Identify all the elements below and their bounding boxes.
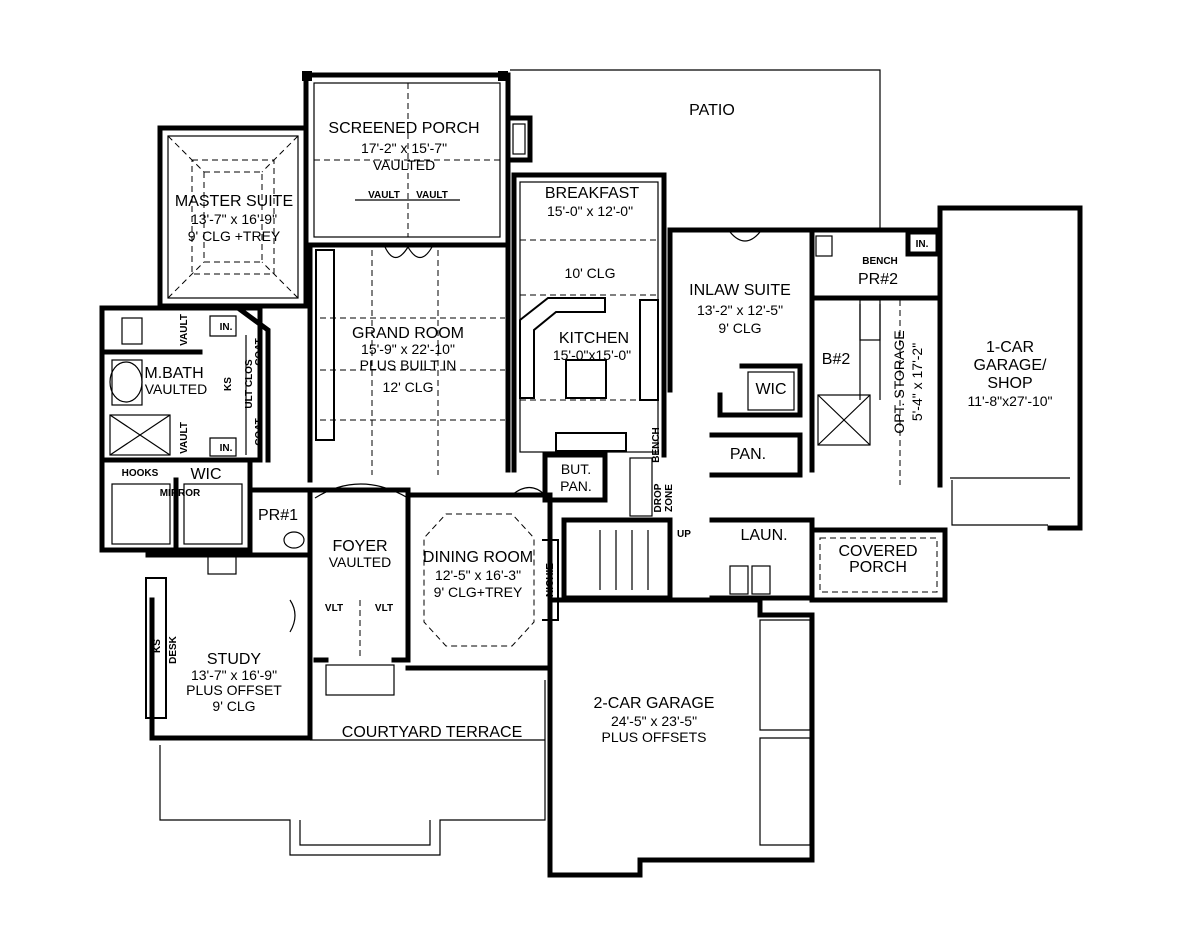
study	[145, 552, 313, 741]
powder-1-name: PR#1	[258, 507, 298, 524]
master-bath-in-top: IN.	[220, 322, 233, 333]
drop-zone-drop: DROP	[653, 483, 664, 512]
inlaw-wic-name: WIC	[755, 381, 786, 398]
patio-label: PATIO	[689, 102, 735, 119]
master-bath-vault-top: VAULT	[179, 314, 190, 346]
master-bath-name: M.BATH	[144, 365, 203, 382]
kitchen-name: KITCHEN	[559, 330, 629, 347]
courtyard-terrace	[159, 680, 546, 856]
master-wic-hooks: HOOKS	[122, 468, 159, 479]
foyer	[307, 483, 411, 696]
study-desk: DESK	[168, 635, 179, 664]
grand-room-ceiling: 12' CLG	[383, 379, 434, 395]
master-suite-note: 9' CLG +TREY	[188, 228, 281, 244]
master-bath-vault-bottom: VAULT	[179, 422, 190, 454]
patio-outline	[510, 69, 881, 230]
powder-2-name: PR#2	[858, 271, 898, 288]
master-bath-in-bottom: IN.	[220, 443, 233, 454]
dining-room-name: DINING ROOM	[423, 549, 533, 566]
opt-storage-size: 5'-4" x 17'-2"	[909, 343, 925, 421]
garage-1car-line2: GARAGE/	[974, 357, 1047, 374]
foyer-name: FOYER	[332, 538, 387, 555]
butler-pantry-line2: PAN.	[560, 478, 592, 494]
dining-room-size: 12'-5" x 16'-3"	[435, 567, 521, 583]
garage-1car	[937, 205, 1083, 531]
stairs-up: UP	[677, 529, 691, 540]
covered-porch-line1: COVERED	[838, 543, 917, 560]
screened-porch-vault-left: VAULT	[368, 190, 400, 201]
master-wic	[99, 457, 253, 553]
inlaw-suite-note: 9' CLG	[718, 320, 761, 336]
breakfast-name: BREAKFAST	[545, 185, 639, 202]
porch-fireplace	[505, 115, 533, 163]
powder-2-in: IN.	[916, 239, 929, 250]
opt-storage-name: OPT. STORAGE	[891, 330, 907, 433]
grand-room-name: GRAND ROOM	[352, 325, 464, 342]
master-bath-note: VAULTED	[145, 381, 208, 397]
inlaw-suite-name: INLAW SUITE	[689, 282, 791, 299]
laundry-name: LAUN.	[740, 527, 787, 544]
master-bath-ks: KS	[223, 377, 234, 391]
powder-2-bench: BENCH	[862, 256, 898, 267]
breakfast-size: 15'-0" x 12'-0"	[547, 203, 633, 219]
master-suite-name: MASTER SUITE	[175, 193, 293, 210]
covered-porch	[809, 527, 948, 603]
garage-2car-size: 24'-5" x 23'-5"	[611, 713, 697, 729]
screened-porch-name: SCREENED PORCH	[328, 120, 479, 137]
master-bath-coat-bottom: COAT	[254, 418, 265, 446]
garage-1car-size: 11'-8"x27'-10"	[967, 393, 1052, 409]
pantry-name: PAN.	[730, 446, 766, 463]
master-bath-ult-clos: ULT CLOS	[244, 359, 255, 409]
garage-2car	[547, 597, 815, 878]
bath-2-name: B#2	[822, 351, 851, 368]
screened-porch-note: VAULTED	[373, 157, 436, 173]
kitchen-breakfast	[511, 172, 667, 473]
master-suite-size: 13'-7" x 16'-9"	[191, 211, 277, 227]
courtyard-terrace-label: COURTYARD TERRACE	[342, 724, 522, 741]
study-note-1: PLUS OFFSET	[186, 682, 282, 698]
dining-room-note: 9' CLG+TREY	[434, 584, 523, 600]
drop-zone-zone: ZONE	[664, 484, 675, 512]
garage-2car-note: PLUS OFFSETS	[601, 729, 706, 745]
grand-room	[303, 242, 511, 483]
study-ks: KS	[152, 639, 163, 653]
covered-porch-line2: PORCH	[849, 559, 907, 576]
drop-zone-bench: BENCH	[651, 427, 662, 463]
master-wic-mirror: MIRROR	[160, 488, 201, 499]
garage-2car-name: 2-CAR GARAGE	[594, 695, 715, 712]
grand-room-size: 15'-9" x 22'-10"	[361, 341, 455, 357]
foyer-vlt-right: VLT	[375, 603, 393, 614]
dining-room-niche: NICHIE	[545, 563, 556, 597]
butler-pantry-line1: BUT.	[561, 461, 591, 477]
grand-room-note: PLUS BUILT IN	[360, 357, 457, 373]
foyer-note: VAULTED	[329, 554, 392, 570]
opt-storage	[809, 295, 939, 485]
screened-porch-size: 17'-2" x 15'-7"	[361, 140, 447, 156]
master-bath-coat-top: COAT	[254, 338, 265, 366]
screened-porch-vault-right: VAULT	[416, 190, 448, 201]
kitchen-ceiling: 10' CLG	[565, 265, 616, 281]
study-note-2: 9' CLG	[212, 698, 255, 714]
study-name: STUDY	[207, 651, 262, 668]
garage-1car-line1: 1-CAR	[986, 339, 1034, 356]
inlaw-suite-size: 13'-2" x 12'-5"	[697, 302, 783, 318]
kitchen-size: 15'-0"x15'-0"	[553, 347, 631, 363]
master-wic-name: WIC	[190, 466, 221, 483]
inlaw-suite	[667, 227, 815, 478]
study-size: 13'-7" x 16'-9"	[191, 667, 277, 683]
foyer-vlt-left: VLT	[325, 603, 343, 614]
garage-1car-line3: SHOP	[987, 375, 1032, 392]
